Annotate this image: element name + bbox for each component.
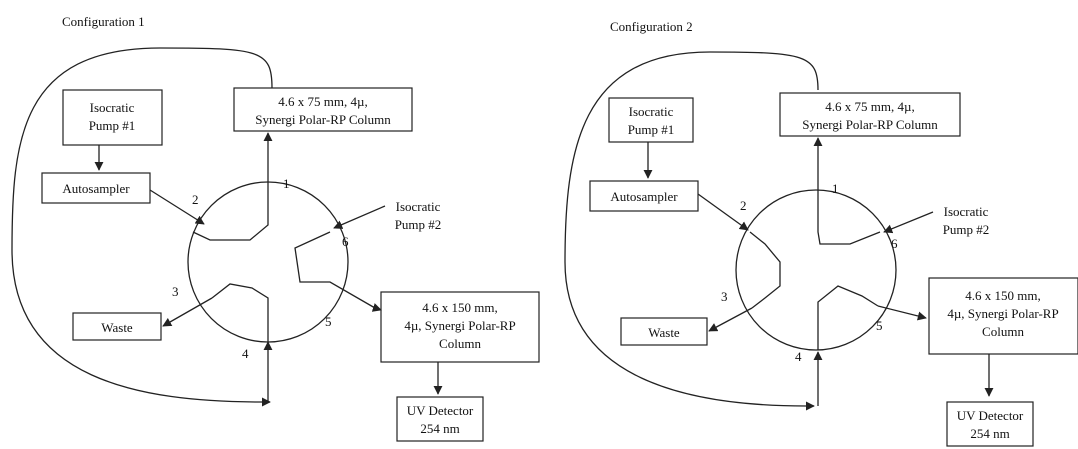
c1-column1-box xyxy=(233,87,413,132)
c2-pump1-label-line1: Isocratic xyxy=(629,104,674,119)
c1-autosampler-arrow xyxy=(149,189,205,225)
c1-waste-arrow xyxy=(162,297,213,327)
c2-column2-line1: 4.6 x 150 mm, xyxy=(965,288,1040,303)
configuration-1-panel: Configuration 1 Isocratic Pump #1 Autosa… xyxy=(11,14,540,442)
c2-column2-box xyxy=(928,277,1078,355)
c2-port-5: 5 xyxy=(876,318,883,333)
c2-autosampler-box xyxy=(589,180,699,212)
c2-column2-line3: Column xyxy=(982,324,1024,339)
c2-channel-2-3 xyxy=(749,231,781,309)
c2-pump2-line1: Isocratic xyxy=(944,204,989,219)
c2-valve-circle xyxy=(735,189,897,351)
c1-port-6: 6 xyxy=(342,234,349,249)
c1-pump1-label-line1: Isocratic xyxy=(90,100,135,115)
c1-column2-box xyxy=(380,291,540,363)
c2-waste-arrow xyxy=(708,307,753,332)
c1-pump1-box xyxy=(62,89,163,146)
c2-detector-line1: UV Detector xyxy=(957,408,1024,423)
c2-column2-line2: 4µ, Synergi Polar-RP xyxy=(947,306,1058,321)
c1-port-1: 1 xyxy=(283,176,290,191)
configuration-1-title: Configuration 1 xyxy=(62,14,145,29)
c1-waste-label: Waste xyxy=(101,320,133,335)
c1-channel-6-5 xyxy=(294,231,376,309)
c1-column1-line1: 4.6 x 75 mm, 4µ, xyxy=(278,94,367,109)
c1-port-5: 5 xyxy=(325,314,332,329)
c2-channel-4-5 xyxy=(817,285,879,350)
c2-column1-line2: Synergi Polar-RP Column xyxy=(802,117,938,132)
c2-waste-label: Waste xyxy=(648,325,680,340)
c1-column2-line3: Column xyxy=(439,336,481,351)
c1-column1-line2: Synergi Polar-RP Column xyxy=(255,112,391,127)
c1-detector-box xyxy=(396,396,484,442)
c1-waste-box xyxy=(72,312,162,341)
c2-waste-box xyxy=(620,317,708,346)
c1-detector-line1: UV Detector xyxy=(407,403,474,418)
c2-pump1-box xyxy=(608,97,694,143)
c2-port-1: 1 xyxy=(832,181,839,196)
configuration-2-title: Configuration 2 xyxy=(610,19,693,34)
c2-channel-6-1 xyxy=(813,137,881,245)
c1-column2-line2: 4µ, Synergi Polar-RP xyxy=(404,318,515,333)
c2-autosampler-label: Autosampler xyxy=(610,189,678,204)
c2-column1-line1: 4.6 x 75 mm, 4µ, xyxy=(825,99,914,114)
c1-pump2-line2: Pump #2 xyxy=(395,217,442,232)
c2-pump1-label-line2: Pump #1 xyxy=(628,122,675,137)
c1-port-2: 2 xyxy=(192,192,199,207)
c1-pump2-arrow xyxy=(333,205,386,229)
c1-autosampler-box xyxy=(41,172,151,204)
c1-return-loop xyxy=(11,47,273,403)
c1-autosampler-label: Autosampler xyxy=(62,181,130,196)
c2-port-6: 6 xyxy=(891,236,898,251)
c2-detector-box xyxy=(946,401,1034,447)
c1-pump2-line1: Isocratic xyxy=(396,199,441,214)
c1-port-3: 3 xyxy=(172,284,179,299)
c2-column1-box xyxy=(779,92,961,137)
c2-port-2: 2 xyxy=(740,198,747,213)
c1-detector-line2: 254 nm xyxy=(420,421,459,436)
c1-column2-line1: 4.6 x 150 mm, xyxy=(422,300,497,315)
c1-channel-3-4 xyxy=(211,283,269,342)
c1-channel-2-1 xyxy=(192,132,273,241)
c2-detector-line2: 254 nm xyxy=(970,426,1009,441)
c2-port-3: 3 xyxy=(721,289,728,304)
c2-port-4: 4 xyxy=(795,349,802,364)
c2-autosampler-arrow xyxy=(697,193,749,231)
c1-pump1-label-line2: Pump #1 xyxy=(89,118,136,133)
c2-pump2-arrow xyxy=(883,211,934,234)
c1-port-4: 4 xyxy=(242,346,249,361)
c2-return-loop xyxy=(564,51,819,407)
configuration-2-panel: Configuration 2 Isocratic Pump #1 Autosa… xyxy=(564,19,1078,447)
c2-pump2-line2: Pump #2 xyxy=(943,222,990,237)
